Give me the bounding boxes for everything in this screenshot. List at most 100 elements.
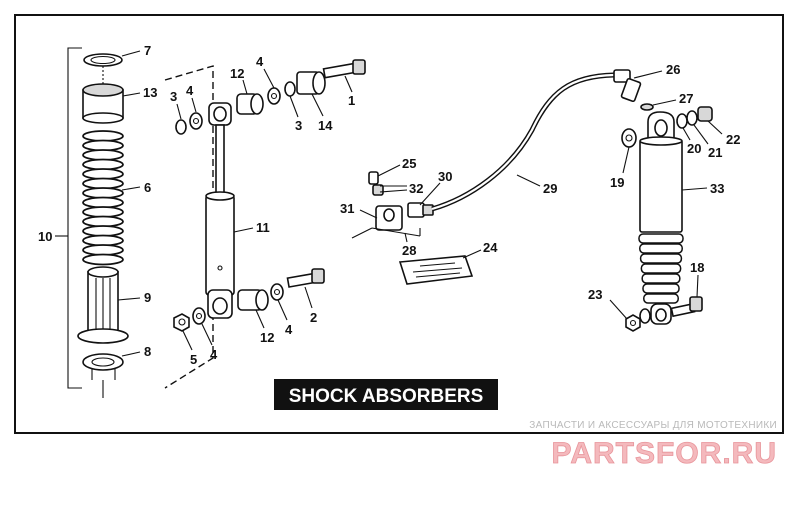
- spring-assembly: [67, 47, 129, 398]
- callout-2: 2: [310, 310, 317, 325]
- part-4-washer-upper-right: [267, 87, 281, 105]
- callout-7: 7: [144, 43, 151, 58]
- callout-3-upper-left: 3: [170, 89, 177, 104]
- callout-33: 33: [710, 181, 724, 196]
- part-7-ring: [83, 53, 123, 67]
- part-12-bushing-upper: [236, 93, 264, 115]
- part-30-fitting: [407, 202, 434, 218]
- spring-coil: [82, 158, 124, 171]
- part-29-hose: [431, 72, 615, 212]
- spring-coil: [82, 244, 124, 256]
- part-20-washer: [676, 113, 688, 129]
- spring-coil: [82, 149, 124, 161]
- part-12-bushing-lower: [237, 289, 269, 311]
- callout-19: 19: [610, 175, 624, 190]
- callout-6: 6: [144, 180, 151, 195]
- part-27-seal: [640, 103, 654, 111]
- callout-4-upper-right: 4: [256, 54, 264, 69]
- part-1-bolt: [322, 59, 366, 79]
- title-plate: [274, 379, 498, 410]
- shock-33-bellows: [638, 233, 684, 304]
- callout-27: 27: [679, 91, 693, 106]
- spring-coil: [82, 177, 124, 190]
- bellows-fold: [638, 233, 684, 244]
- part-6-spring: [82, 130, 124, 266]
- bracket-10: [67, 47, 82, 389]
- callout-5: 5: [190, 352, 197, 367]
- part-washer-lower-33: [639, 308, 651, 324]
- bellows-fold: [643, 293, 679, 304]
- watermark-tagline: ЗАПЧАСТИ И АКСЕССУАРЫ ДЛЯ МОТОТЕХНИКИ: [529, 420, 777, 431]
- part-22-bolt: [697, 106, 713, 122]
- callout-31: 31: [340, 201, 354, 216]
- part-3-washer-upper-left: [175, 119, 187, 135]
- callout-9: 9: [144, 290, 151, 305]
- part-33-body: [639, 139, 683, 233]
- part-18-bolt: [670, 296, 703, 318]
- spring-coil: [82, 225, 124, 237]
- callout-14: 14: [318, 118, 333, 133]
- spring-coil: [82, 253, 124, 266]
- callout-24: 24: [483, 240, 498, 255]
- part-24-label: [398, 255, 474, 285]
- part-3-washer-upper-right: [284, 81, 296, 97]
- part-25-fitting: [368, 171, 379, 185]
- part-26-elbow-fitting: [613, 69, 642, 103]
- callout-12-upper: 12: [230, 66, 244, 81]
- bellows-fold: [642, 283, 680, 294]
- shock-33: [638, 111, 684, 325]
- callout-10: 10: [38, 229, 52, 244]
- bellows-fold: [640, 263, 682, 274]
- callout-1: 1: [348, 93, 355, 108]
- part-2-bolt: [286, 268, 325, 288]
- callout-13: 13: [143, 85, 157, 100]
- callout-4-lower-left: 4: [210, 347, 218, 362]
- callout-30: 30: [438, 169, 452, 184]
- part-19-washer: [621, 128, 637, 148]
- callout-8: 8: [144, 344, 151, 359]
- callout-12-lower: 12: [260, 330, 274, 345]
- callout-11: 11: [256, 220, 270, 235]
- callout-26: 26: [666, 62, 680, 77]
- spring-coil: [82, 139, 124, 152]
- bracket-28: [351, 227, 421, 239]
- diagram-title: SHOCK ABSORBERS: [289, 386, 484, 407]
- callout-3-upper-right: 3: [295, 118, 302, 133]
- bellows-fold: [639, 243, 683, 254]
- callout-18: 18: [690, 260, 704, 275]
- part-4-washer-upper-left: [189, 112, 203, 130]
- part-23-nut: [625, 314, 641, 332]
- spring-coil: [82, 168, 124, 180]
- callout-22: 22: [726, 132, 740, 147]
- shock-11: [205, 102, 235, 319]
- spring-coil: [82, 196, 124, 209]
- part-8-ring: [82, 353, 124, 371]
- spring-coil: [82, 130, 124, 142]
- spring-coil: [82, 215, 124, 228]
- callout-23: 23: [588, 287, 602, 302]
- callout-29: 29: [543, 181, 557, 196]
- diagram-frame: [14, 14, 784, 434]
- part-11-body: [205, 194, 235, 296]
- part-4-washer-lower-left: [192, 307, 206, 325]
- spring-coil: [82, 234, 124, 247]
- callout-28: 28: [402, 243, 416, 258]
- part-21-washer: [686, 110, 698, 126]
- part-31-fitting: [375, 205, 403, 231]
- callout-21: 21: [708, 145, 722, 160]
- callout-20: 20: [687, 141, 701, 156]
- callout-4-lower-right: 4: [285, 322, 293, 337]
- part-4-washer-lower-right: [270, 283, 284, 301]
- callout-25: 25: [402, 156, 416, 171]
- watermark-brand: PARTSFOR.RU: [552, 437, 777, 470]
- bellows-fold: [639, 253, 683, 264]
- callout-4-upper-left: 4: [186, 83, 194, 98]
- part-14-spacer: [296, 71, 326, 95]
- dashed-group-outline: [164, 65, 214, 389]
- part-5-nut: [173, 313, 190, 332]
- spring-coil: [82, 187, 124, 199]
- callout-32: 32: [409, 181, 423, 196]
- bellows-fold: [641, 273, 681, 284]
- spring-coil: [82, 206, 124, 218]
